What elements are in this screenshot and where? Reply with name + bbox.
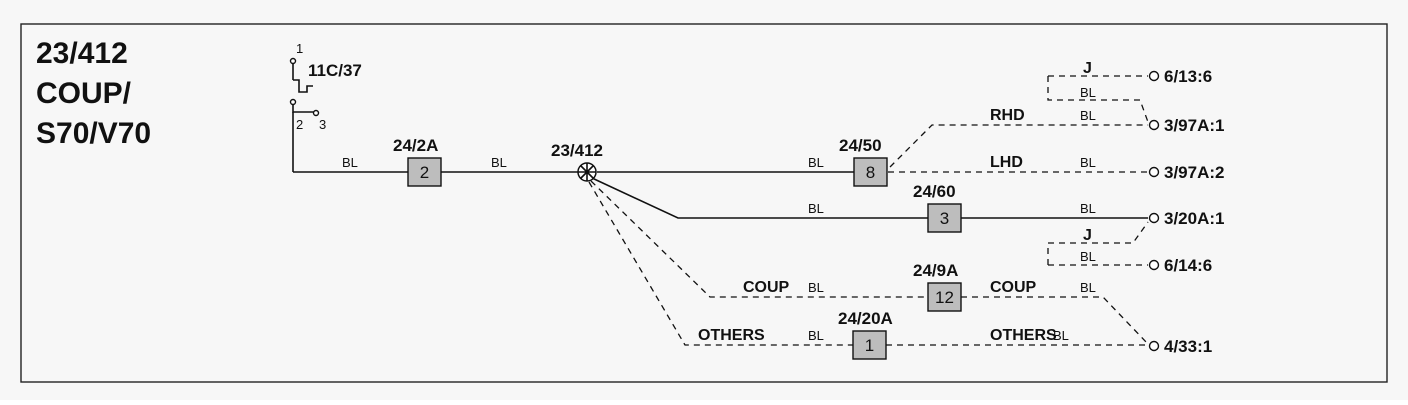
wire-splice-to-fuse-1 [588, 181, 853, 346]
wire-color-label: BL [1080, 85, 1096, 100]
lhd-label: LHD [990, 154, 1023, 171]
wire-fuse-12-to-terminal [961, 296, 1149, 345]
fuse-box-3 [927, 203, 962, 233]
wire-color-label: BL [808, 280, 824, 295]
wire-color-label: BL [1080, 155, 1096, 170]
splice-mark [578, 163, 596, 181]
wire-color-label: BL [808, 155, 824, 170]
fuse-number-1: 1 [865, 336, 874, 355]
splice-23-412: 23/412 [551, 141, 603, 182]
solid-wires [293, 171, 1148, 219]
switch-11c37: 1 11C/37 2 3 [289, 41, 362, 172]
terminal-6-13-6: 6/13:6 [1164, 67, 1212, 86]
terminal-connector-icon [1148, 70, 1160, 82]
fuse-24-2a: 2 24/2A [393, 136, 442, 187]
wire-color-label: BL [491, 155, 507, 170]
wire-color-label: BL [1080, 249, 1096, 264]
fuse-box-12 [927, 282, 962, 312]
dashed-wires [588, 75, 1149, 346]
others-label-right: OTHERS [990, 327, 1057, 344]
switch-pin-1 [289, 57, 297, 65]
fuse-number-8: 8 [866, 163, 875, 182]
terminal-6-14-6: 6/14:6 [1164, 256, 1212, 275]
terminal-connector-icon [1148, 340, 1160, 352]
terminal-connector-icon [1148, 166, 1160, 178]
others-label-left: OTHERS [698, 327, 765, 344]
switch-pin-2-label: 2 [296, 117, 303, 132]
terminals: 6/13:6 3/97A:1 3/97A:2 3/20A:1 6/14:6 4/… [1148, 67, 1224, 356]
title-line-2: COUP/ [36, 77, 132, 110]
title-line-1: 23/412 [36, 37, 128, 70]
switch-pin-3 [312, 109, 320, 117]
fuse-number-12: 12 [935, 288, 954, 307]
condition-labels: J RHD LHD J COUP COUP OTHERS OTHERS [698, 60, 1092, 344]
splice-label: 23/412 [551, 141, 603, 160]
switch-symbol [293, 79, 313, 93]
wire-j-bottom-loop [1047, 221, 1149, 265]
fuse-number-3: 3 [940, 209, 949, 228]
wire-color-labels: BL BL BL BL BL BL BL BL BL BL BL BL BL [342, 85, 1096, 343]
wire-splice-to-fuse-3 [591, 177, 928, 219]
terminal-3-20a-1: 3/20A:1 [1164, 209, 1224, 228]
terminal-connector-icon [1148, 212, 1160, 224]
wire-color-label: BL [1053, 328, 1069, 343]
fuse-ref-24-9a: 24/9A [913, 261, 958, 280]
jumper-label-bottom: J [1083, 227, 1092, 244]
fuse-box-2 [407, 157, 442, 187]
fuse-24-50: 8 24/50 [839, 136, 888, 187]
wire-color-label: BL [808, 201, 824, 216]
fuse-number-2: 2 [420, 163, 429, 182]
terminal-4-33-1: 4/33:1 [1164, 337, 1212, 356]
fuse-ref-24-60: 24/60 [913, 182, 956, 201]
fuse-box-8 [853, 157, 888, 187]
wire-splice-to-fuse-12 [590, 180, 928, 298]
diagram-title: 23/412 COUP/ S70/V70 [36, 37, 151, 150]
fuse-24-20a: 1 24/20A [838, 309, 893, 360]
switch-pin-1-label: 1 [296, 41, 303, 56]
wire-color-label: BL [1080, 108, 1096, 123]
fuse-ref-24-20a: 24/20A [838, 309, 893, 328]
switch-blade [292, 105, 316, 113]
coup-label-left: COUP [743, 279, 790, 296]
terminal-3-97a-1: 3/97A:1 [1164, 116, 1224, 135]
wire-color-label: BL [1080, 201, 1096, 216]
fuse-24-60: 3 24/60 [913, 182, 962, 233]
switch-pin-node [289, 98, 297, 106]
fuse-box-1 [852, 330, 887, 360]
coup-label-right: COUP [990, 279, 1037, 296]
terminal-3-97a-2: 3/97A:2 [1164, 163, 1224, 182]
title-line-3: S70/V70 [36, 117, 151, 150]
rhd-label: RHD [990, 107, 1025, 124]
switch-pin-3-label: 3 [319, 117, 326, 132]
diagram-border [20, 23, 1388, 383]
wire-j-top-loop [1047, 76, 1149, 123]
jumper-label-top: J [1083, 60, 1092, 77]
wire-color-label: BL [808, 328, 824, 343]
wire-color-label: BL [1080, 280, 1096, 295]
fuse-ref-24-2a: 24/2A [393, 136, 438, 155]
fuse-ref-24-50: 24/50 [839, 136, 882, 155]
fuse-24-9a: 12 24/9A [913, 261, 962, 312]
wire-rhd [889, 124, 1148, 168]
switch-ref: 11C/37 [308, 61, 362, 80]
terminal-connector-icon [1148, 119, 1160, 131]
wire-color-label: BL [342, 155, 358, 170]
terminal-connector-icon [1148, 259, 1160, 271]
